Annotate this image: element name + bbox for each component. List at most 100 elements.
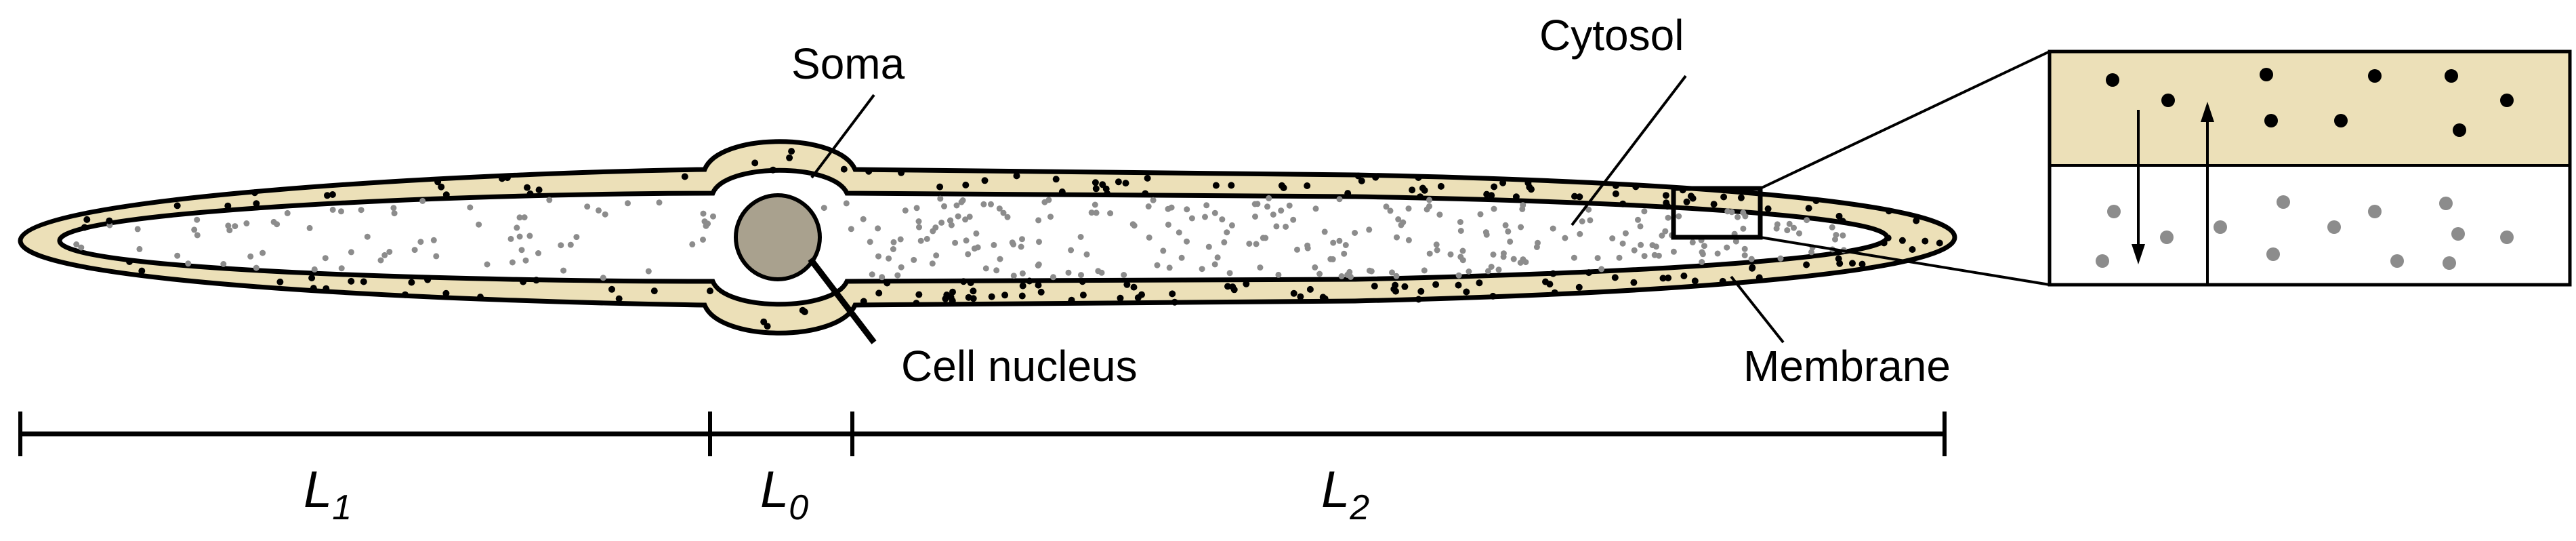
cytosol-particle [625,200,631,207]
cytosol-particle [1505,228,1512,235]
membrane-particle [760,318,768,325]
membrane-particle [1297,293,1304,300]
cytosol-particle [1004,214,1011,220]
membrane-particle [942,295,949,302]
membrane-particle [329,191,336,198]
cytosol-particle [1622,230,1629,237]
cytosol-particle [1518,224,1524,231]
cytosol-particle [963,237,970,244]
cytosol-particle [1740,225,1747,232]
cytosol-particle [1050,274,1056,281]
cytosol-particle [974,244,981,251]
membrane-particle [1079,278,1086,285]
cytosol-particle [1732,238,1739,245]
cytosol-particle [522,257,529,264]
membrane-particle [1720,193,1728,201]
l1-subscript: 1 [332,488,352,527]
membrane-particle [524,184,531,191]
cytosol-particle [1635,216,1641,223]
cytosol-particle [1321,228,1328,235]
cytosol-particle [377,257,384,264]
membrane-particle [1092,179,1099,186]
membrane-particle [434,178,442,186]
cytosol-particle [1035,217,1042,224]
membrane-particle [875,289,883,297]
membrane-particle [1358,177,1365,184]
inset-membrane-particle [2453,123,2466,137]
cytosol-particle [584,203,591,210]
cytosol-particle [869,271,875,278]
inset-cytosol-particle [2390,254,2404,268]
cytosol-particle [1252,214,1258,220]
membrane-particle [681,173,688,180]
cytosol-particle [509,259,516,266]
cytosol-particle [1352,230,1358,236]
cytosol-particle [1641,208,1648,215]
cytosol-particle [253,264,259,271]
cell-body [18,139,1957,336]
membrane-particle [1619,200,1627,207]
membrane-particle [1354,172,1362,180]
membrane-particle [1576,193,1583,201]
cytosol-particle [1519,205,1526,212]
cytosol-particle [1641,253,1648,260]
cytosol-particle [1290,216,1297,223]
cytosol-particle [411,247,418,254]
cytosol-particle [1483,231,1490,238]
cytosol-particle [1203,202,1210,209]
membrane-particle [650,287,658,295]
membrane-particle [1304,182,1311,189]
inset-cytosol-particle [2368,205,2382,218]
membrane-particle [1612,190,1619,197]
membrane-particle [970,295,977,302]
cytosol-particle [560,267,567,274]
membrane-particle [1115,178,1122,186]
cytosol-particle [348,249,354,256]
membrane-particle [1344,190,1352,197]
membrane-particle [1123,281,1131,288]
membrane-particle [751,159,759,167]
cytosol-particle [516,233,523,240]
membrane-particle [1306,285,1314,293]
membrane-particle [981,177,989,184]
cytosol-particle [1791,224,1797,231]
cytosol-particle [1631,247,1638,254]
membrane-particle [1659,275,1667,282]
membrane-particle [1683,198,1690,205]
cytosol-particle [1424,206,1430,213]
membrane-particle [1921,237,1929,245]
cytosol-particle [1146,234,1152,241]
length-label-l2: L2 [1321,461,1369,527]
cytosol-particle [902,207,909,214]
cytosol-particle [1019,270,1026,277]
cytosol-particle [1092,201,1098,208]
cytosol-particle [73,241,80,247]
inset-membrane-particle [2500,94,2514,107]
membrane-particles [81,148,1943,330]
cytosol-particle [1188,215,1195,222]
membrane-particle [788,148,795,155]
cytosol-particle [1184,238,1190,245]
cytosol-particle [1257,264,1264,271]
cytosol-particle [947,217,953,224]
cytosol-particle [311,266,318,273]
cytosol-particle [1495,266,1502,273]
cytosol-particle [1000,209,1007,216]
membrane-inset [2048,49,2572,287]
cytosol-particle [1065,269,1072,276]
cytosol-particle [1294,246,1300,253]
membrane-particle [323,285,330,292]
cytosol-particle [689,241,696,247]
membrane-particle [1001,292,1009,299]
cell-nucleus [734,193,822,281]
membrane-particle [1542,278,1549,285]
cytosol-particle [1273,223,1280,230]
inset-particles [2096,68,2514,270]
membrane-particle [1749,264,1756,272]
cytosol-particle [1741,245,1748,252]
membrane-particle [1409,186,1416,194]
membrane-particle [1551,289,1558,296]
cytosol-particle [1224,229,1230,236]
membrane-particle [1764,205,1772,212]
cytosol-particle [1804,217,1810,224]
